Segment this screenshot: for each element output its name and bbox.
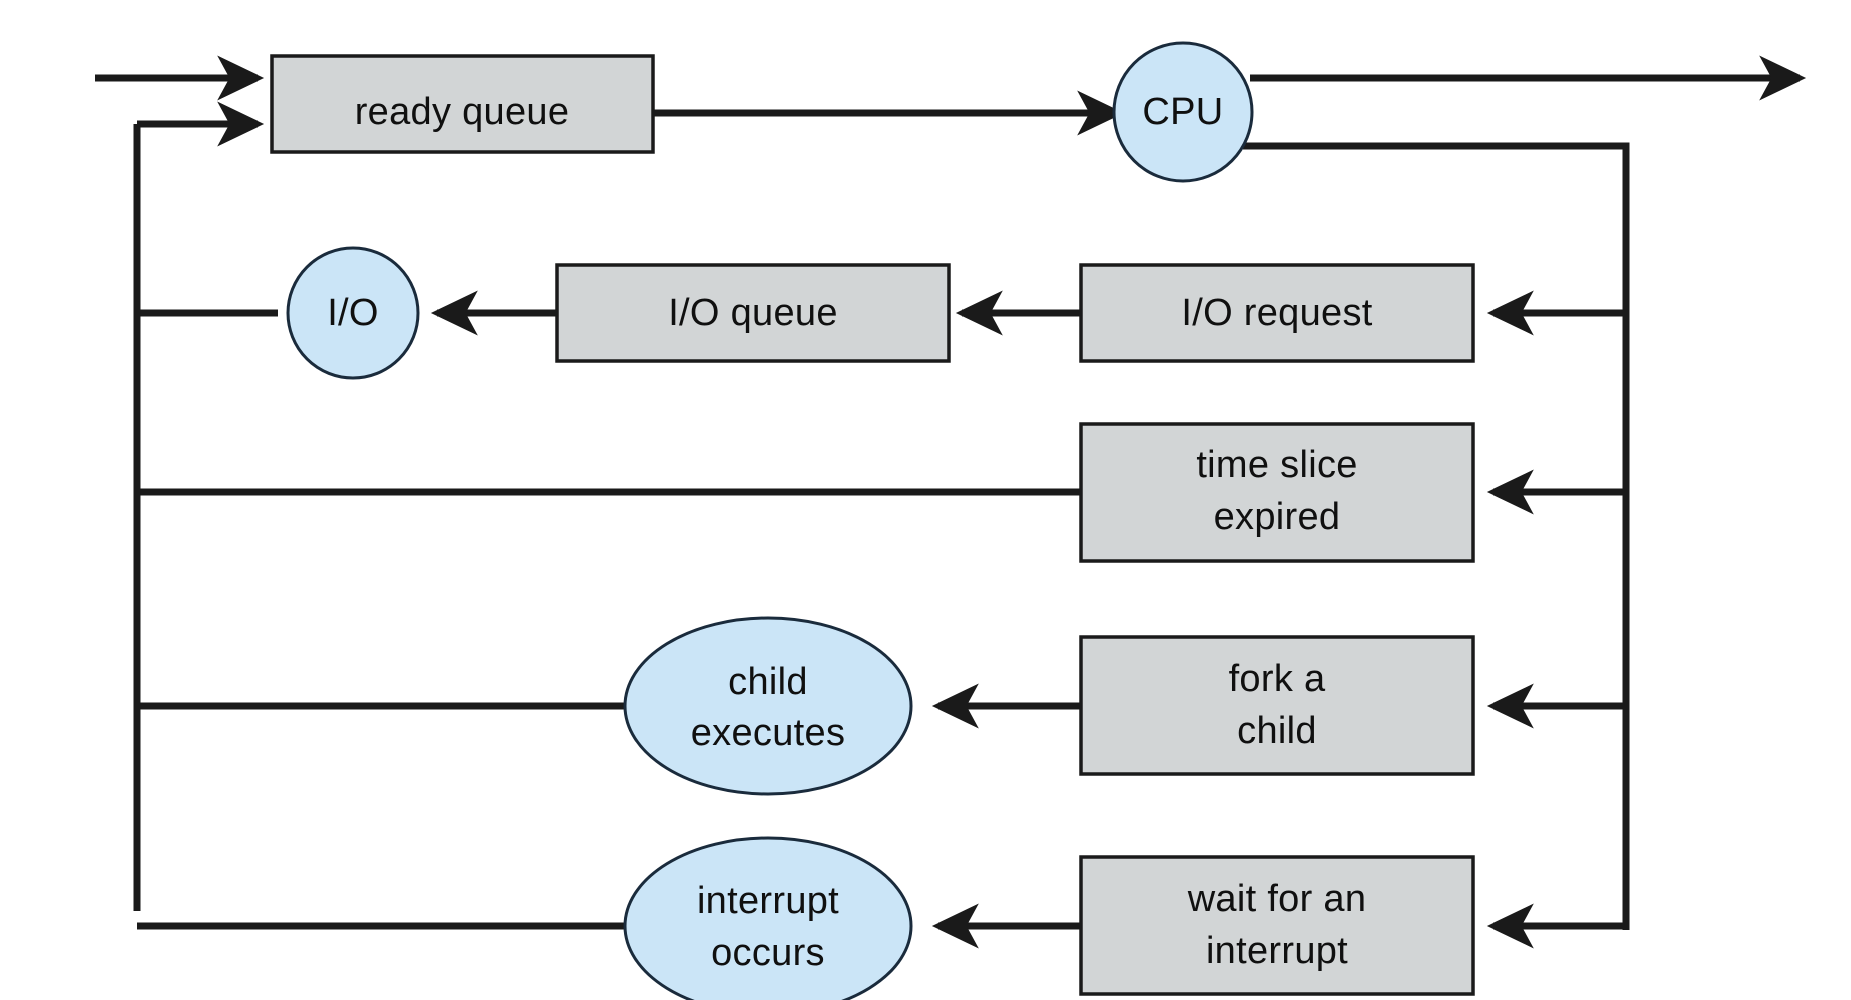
node-ready-queue-label: ready queue [355,91,570,133]
node-interrupt-occurs-label-line1: interrupt [697,880,839,922]
node-wait-for-an-interrupt[interactable]: wait for an interrupt [1079,855,1475,996]
edge-cpu-to-dispatch-bus [1243,142,1630,930]
node-child-executes-label-line1: child [728,661,808,703]
node-fork-a-child-label-line2: child [1237,710,1317,752]
node-cpu-label: CPU [1142,91,1223,133]
node-fork-a-child[interactable]: fork a child [1079,635,1475,776]
node-child-executes-label-line2: executes [691,712,846,754]
node-wait-for-an-interrupt-label-line2: interrupt [1206,930,1348,972]
node-child-executes[interactable]: child executes [623,616,913,796]
node-interrupt-occurs-label-line2: occurs [711,932,825,974]
node-io-request-label: I/O request [1181,292,1372,334]
node-time-slice-expired-label-line1: time slice [1196,444,1357,486]
node-interrupt-occurs[interactable]: interrupt occurs [623,836,913,1000]
node-cpu[interactable]: CPU [1112,41,1254,183]
node-io-queue[interactable]: I/O queue [555,263,951,363]
node-time-slice-expired[interactable]: time slice expired [1079,422,1475,563]
node-io-queue-label: I/O queue [668,292,838,334]
node-io[interactable]: I/O [286,246,420,380]
node-time-slice-expired-label-line2: expired [1214,496,1341,538]
node-io-label: I/O [327,292,379,334]
node-fork-a-child-label-line1: fork a [1229,658,1326,700]
node-io-request[interactable]: I/O request [1079,263,1475,363]
node-wait-for-an-interrupt-label-line1: wait for an [1187,878,1367,920]
node-ready-queue[interactable]: ready queue [270,54,655,154]
